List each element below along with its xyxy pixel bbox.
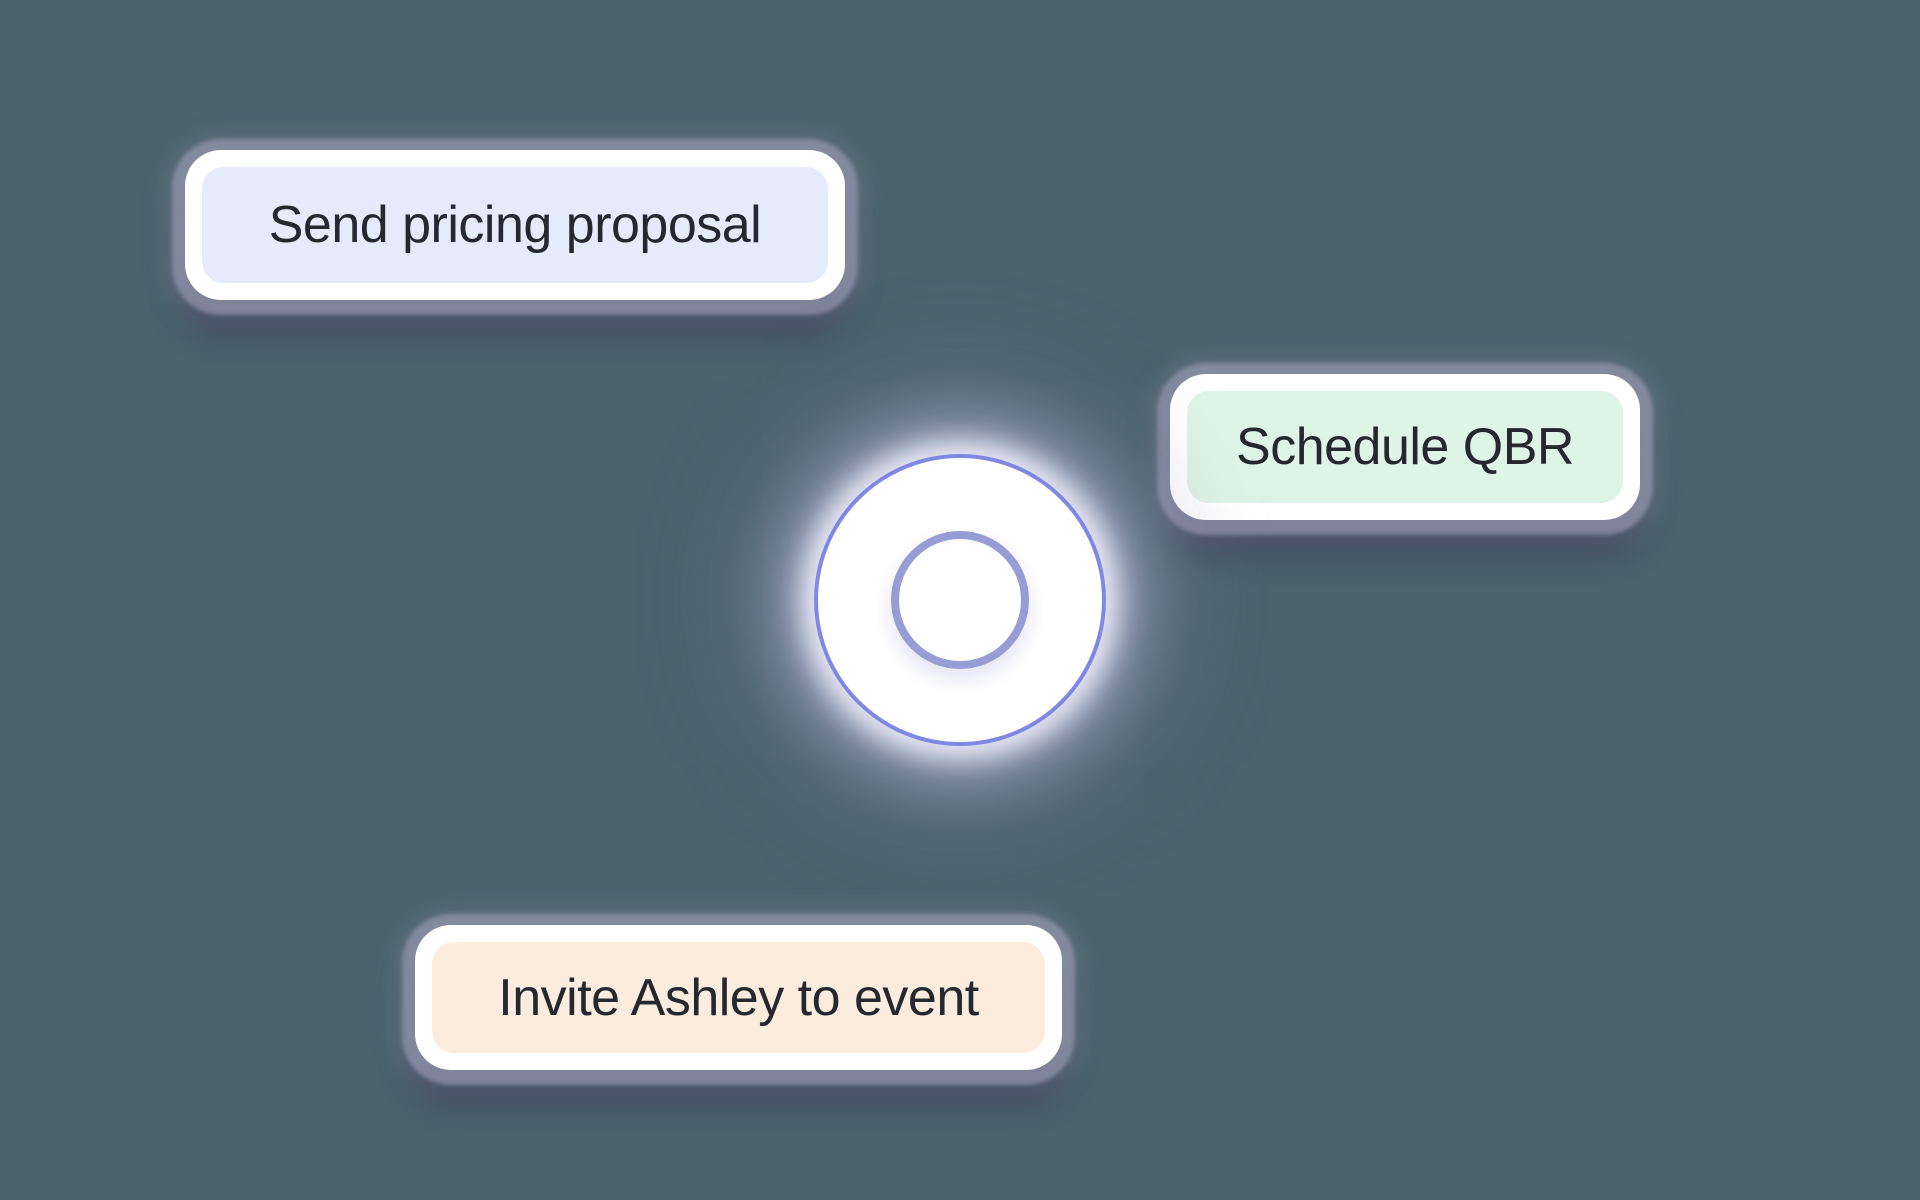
orb-inner-ring (891, 531, 1029, 669)
chip-send-pricing-proposal-label: Send pricing proposal (202, 167, 828, 283)
central-orb-button[interactable] (814, 454, 1106, 746)
chip-invite-ashley-to-event-label: Invite Ashley to event (432, 942, 1045, 1053)
chip-send-pricing-proposal[interactable]: Send pricing proposal (185, 150, 845, 300)
chip-schedule-qbr-label: Schedule QBR (1187, 391, 1623, 503)
chip-schedule-qbr[interactable]: Schedule QBR (1170, 374, 1640, 520)
chip-invite-ashley-to-event[interactable]: Invite Ashley to event (415, 925, 1062, 1070)
